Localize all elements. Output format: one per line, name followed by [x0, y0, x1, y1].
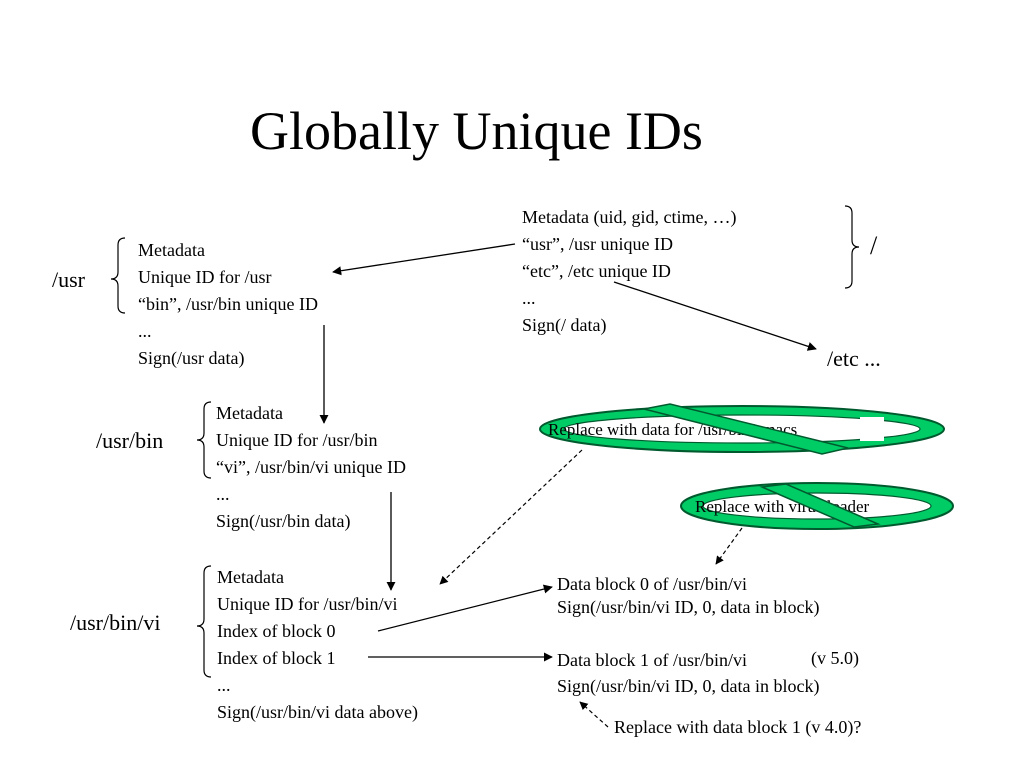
etc-label: /etc ...: [827, 346, 881, 371]
vi-metadata-block: Metadata Unique ID for /usr/bin/vi Index…: [217, 564, 418, 726]
root-metadata-block: Metadata (uid, gid, ctime, …) “usr”, /us…: [522, 204, 736, 339]
vi-label: /usr/bin/vi: [70, 610, 161, 635]
usrbin-line: ...: [216, 484, 230, 504]
dashed-arrow-virus: [715, 527, 743, 565]
brace-usr: [110, 237, 126, 314]
usrbin-line: Unique ID for /usr/bin: [216, 430, 378, 450]
arrow-block0: [377, 584, 553, 632]
vi-line: Unique ID for /usr/bin/vi: [217, 594, 398, 614]
usr-line: “bin”, /usr/bin unique ID: [138, 294, 318, 314]
vi-line: Metadata: [217, 567, 284, 587]
root-line: “usr”, /usr unique ID: [522, 234, 673, 254]
root-line: “etc”, /etc unique ID: [522, 261, 671, 281]
root-line: Metadata (uid, gid, ctime, …): [522, 207, 737, 227]
block0-line2: Sign(/usr/bin/vi ID, 0, data in block): [557, 597, 820, 617]
brace-vi: [196, 565, 212, 678]
forbidden-sign-emacs: Replace with data for /usr/bin/emacs: [539, 403, 945, 455]
block0-line1: Data block 0 of /usr/bin/vi: [557, 574, 747, 594]
root-line: Sign(/ data): [522, 315, 607, 335]
dashed-arrow-emacs: [439, 449, 583, 585]
usrbin-line: Metadata: [216, 403, 283, 423]
usrbin-metadata-block: Metadata Unique ID for /usr/bin “vi”, /u…: [216, 400, 406, 535]
block1-line1: Data block 1 of /usr/bin/vi: [557, 650, 747, 670]
attack-rollback-text: Replace with data block 1 (v 4.0)?: [614, 717, 862, 737]
page-title: Globally Unique IDs: [250, 101, 703, 161]
forbidden-sign-virus: Replace with virus loader: [680, 482, 954, 530]
root-label: /: [870, 231, 878, 260]
brace-usrbin: [196, 401, 212, 479]
usr-line: Sign(/usr data): [138, 348, 245, 368]
vi-line: ...: [217, 675, 231, 695]
block1-line2: Sign(/usr/bin/vi ID, 0, data in block): [557, 676, 820, 696]
usr-line: ...: [138, 321, 152, 341]
usrbin-label: /usr/bin: [96, 428, 164, 453]
block1-version: (v 5.0): [811, 648, 859, 668]
arrow-root-to-etc: [613, 281, 817, 351]
vi-line: Sign(/usr/bin/vi data above): [217, 702, 418, 722]
root-line: ...: [522, 288, 536, 308]
vi-line: Index of block 0: [217, 621, 336, 641]
usr-line: Unique ID for /usr: [138, 267, 272, 287]
arrow-root-to-usr: [332, 243, 516, 276]
vi-line: Index of block 1: [217, 648, 336, 668]
usr-metadata-block: Metadata Unique ID for /usr “bin”, /usr/…: [138, 237, 318, 372]
brace-root: [844, 205, 860, 289]
usrbin-line: “vi”, /usr/bin/vi unique ID: [216, 457, 406, 477]
usrbin-line: Sign(/usr/bin data): [216, 511, 351, 531]
usr-label: /usr: [52, 267, 85, 292]
dashed-arrow-rollback: [579, 701, 609, 728]
usr-line: Metadata: [138, 240, 205, 260]
